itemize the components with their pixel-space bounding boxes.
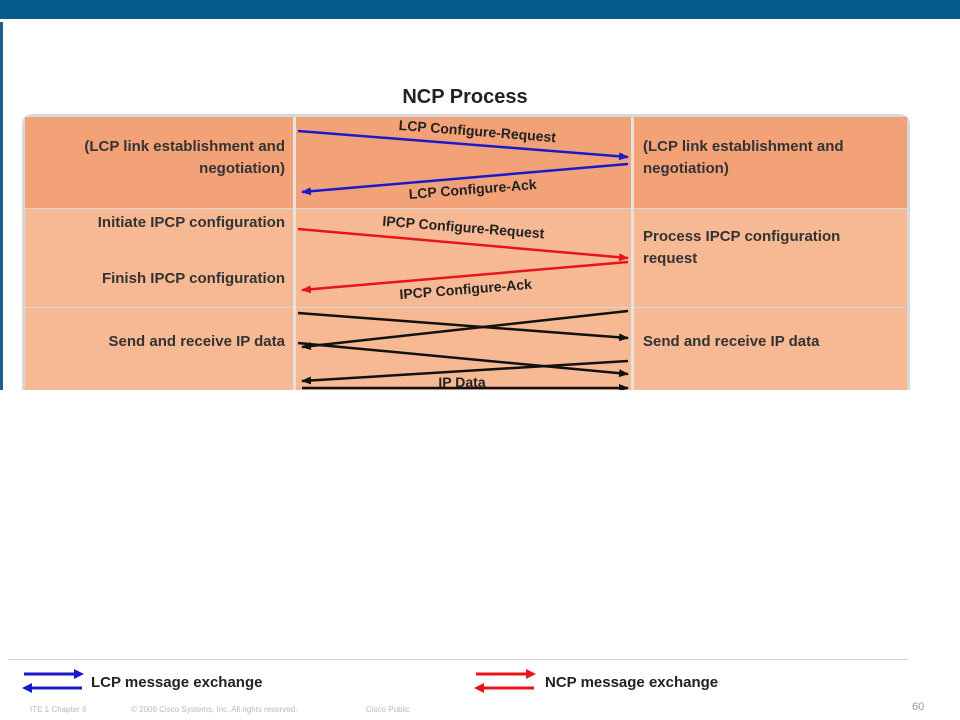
right-process-line-2: request <box>643 250 698 267</box>
ncp-legend-label: NCP message exchange <box>545 674 719 691</box>
left-lcp-establish-text: (LCP link establishment and negotiation) <box>42 136 285 180</box>
ipcp-request-label: IPCP Configure-Request <box>382 213 545 242</box>
left-lcp-line-1: (LCP link establishment and <box>84 138 285 155</box>
footer-copyright: © 2006 Cisco Systems, Inc. All rights re… <box>131 705 298 714</box>
ip-data-label: IP Data <box>438 374 485 390</box>
footer-divider <box>8 659 908 660</box>
ip-data-arrow-2 <box>301 309 629 350</box>
left-send-receive-text: Send and receive IP data <box>108 333 285 350</box>
footer-classification: Cisco Public <box>366 705 411 714</box>
left-finish-ipcp-text: Finish IPCP configuration <box>101 270 285 287</box>
row-ipcp-configuration <box>25 209 907 307</box>
left-accent-bar <box>0 22 3 390</box>
ip-data-arrow-4 <box>301 359 629 385</box>
ipcp-request-arrow <box>297 227 629 262</box>
right-lcp-line-2: negotiation) <box>643 160 729 177</box>
ip-data-arrow-1 <box>297 311 629 342</box>
top-banner <box>0 0 960 19</box>
right-lcp-line-1: (LCP link establishment and <box>643 138 844 155</box>
message-arrows: LCP Configure-Request LCP Configure-Ack … <box>297 117 629 390</box>
right-process-line-1: Process IPCP configuration <box>643 228 841 245</box>
ncp-legend-arrow-icon <box>474 669 536 693</box>
diagram-title: NCP Process <box>402 86 528 108</box>
row-lcp-establishment <box>25 117 907 208</box>
ip-data-arrow-3 <box>297 341 629 378</box>
right-lcp-establish-text: (LCP link establishment and negotiation) <box>643 136 905 180</box>
row-ip-data <box>25 308 907 390</box>
lcp-ack-label: LCP Configure-Ack <box>408 176 537 202</box>
lcp-ack-arrow <box>301 162 629 196</box>
right-column-divider <box>631 117 634 390</box>
lcp-request-arrow <box>297 129 629 161</box>
lcp-legend-label: LCP message exchange <box>91 674 263 691</box>
footer-course: ITE 1 Chapter 6 <box>30 705 87 714</box>
lcp-legend-arrow-icon <box>22 669 84 693</box>
left-lcp-line-2: negotiation) <box>199 160 285 177</box>
left-initiate-ipcp-text: Initiate IPCP configuration <box>97 214 285 231</box>
right-process-ipcp-text: Process IPCP configuration request <box>643 226 905 270</box>
left-column-divider <box>293 117 296 390</box>
page-number: 60 <box>912 701 925 713</box>
right-send-receive-text: Send and receive IP data <box>643 333 820 350</box>
ncp-process-panel: (LCP link establishment and negotiation)… <box>22 114 910 390</box>
ipcp-ack-arrow <box>301 260 629 294</box>
